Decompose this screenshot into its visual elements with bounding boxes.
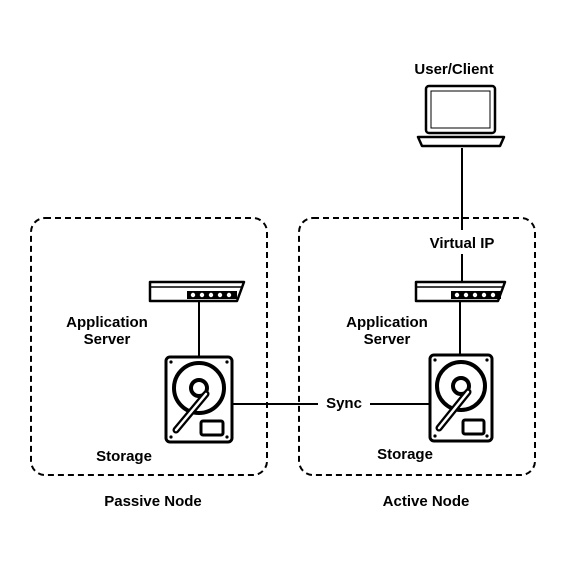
passive-node-label: Passive Node: [104, 493, 202, 510]
virtual-ip-label: Virtual IP: [429, 235, 495, 252]
hard-drive-icon: [164, 355, 234, 444]
sync-label: Sync: [326, 395, 362, 412]
active-node-label: Active Node: [382, 493, 470, 510]
client-label: User/Client: [414, 61, 494, 78]
server-icon: [148, 280, 246, 303]
hard-drive-icon: [428, 353, 494, 443]
laptop-icon: [416, 84, 506, 148]
active-storage-label: Storage: [377, 446, 433, 463]
passive-server-label-line2: Server: [83, 331, 131, 348]
active-server-label-line1: Application: [346, 314, 428, 331]
passive-storage-label: Storage: [96, 448, 152, 465]
active-server-label-line2: Server: [363, 331, 411, 348]
active-node-boundary: [298, 217, 536, 476]
passive-server-label-line1: Application: [66, 314, 148, 331]
passive-node-boundary: [30, 217, 268, 476]
server-icon: [414, 280, 507, 303]
